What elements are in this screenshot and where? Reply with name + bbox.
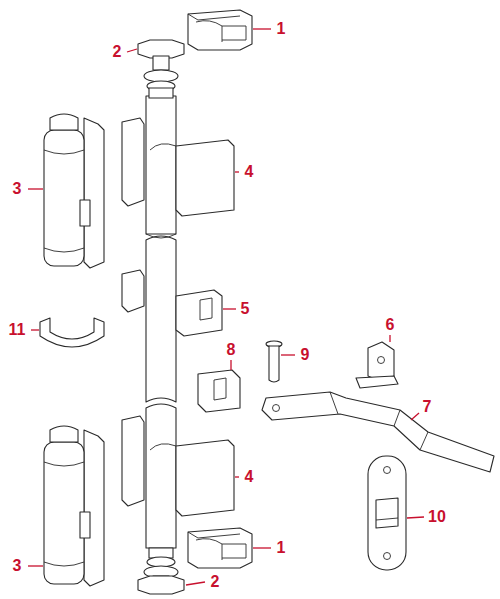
callout-number: 2 [209, 573, 222, 591]
rod-guide-top [122, 118, 234, 216]
handle-guide [122, 270, 222, 336]
rod-clamp [40, 318, 104, 347]
hinge-top [44, 114, 104, 268]
callout-number: 9 [299, 346, 312, 364]
callout-number: 4 [243, 468, 256, 486]
callout-number: 8 [225, 341, 238, 359]
cam-keeper-bottom [188, 528, 252, 568]
callout-number: 4 [243, 163, 256, 181]
callout-number: 1 [275, 539, 288, 557]
callout-number: 3 [11, 180, 24, 198]
callout-number: 10 [426, 508, 448, 526]
locking-rod [146, 96, 176, 548]
rod-cam-bottom [138, 548, 184, 594]
handle-bracket [356, 342, 398, 388]
callout-number: 1 [275, 20, 288, 38]
callout-number: 2 [111, 43, 124, 61]
leader-lines [28, 29, 424, 585]
rod-cam-top [138, 40, 184, 98]
handle-pin [266, 341, 282, 382]
callout-number: 5 [239, 300, 252, 318]
handle-keeper-plate [368, 456, 406, 570]
rod-guide-bottom [122, 416, 234, 516]
callout-number: 11 [7, 321, 28, 339]
callout-number: 6 [384, 316, 397, 334]
callout-number: 7 [421, 398, 434, 416]
hinge-bottom [44, 426, 104, 586]
cam-keeper-top [188, 10, 252, 50]
callout-number: 3 [11, 557, 24, 575]
handle-plate [198, 370, 240, 412]
